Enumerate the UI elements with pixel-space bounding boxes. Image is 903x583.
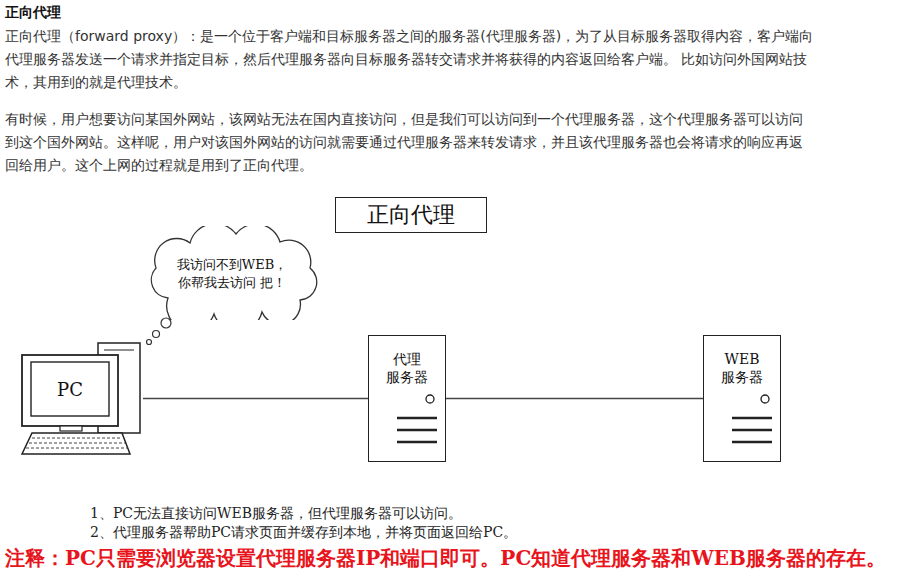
pc-computer: PC [18, 340, 143, 460]
pc-illustration [18, 340, 143, 460]
key-row [29, 443, 125, 444]
network-link [446, 398, 703, 400]
page-heading: 正向代理 [5, 2, 61, 22]
title-box: 正向代理 [335, 197, 487, 233]
bubble-dot [147, 340, 152, 345]
server-led [426, 395, 434, 403]
node-text: 代理 服务器 [386, 350, 428, 386]
intro-paragraph: 有时候，用户想要访问某国外网站，该网站无法在国内直接访问，但是我们可以访问到一个… [5, 108, 815, 177]
proxy-server-box: 代理 服务器 [368, 335, 446, 462]
note-line: 2、代理服务器帮助PC请求页面并缓存到本地，并将页面返回给PC。 [90, 522, 870, 542]
remark-note: 注释：PC只需要浏览器设置代理服务器IP和端口即可。PC知道代理服务器和WEB服… [5, 545, 886, 571]
key-row [26, 448, 128, 449]
cloud-shape [151, 226, 316, 320]
keyboard [22, 433, 130, 454]
monitor-screen [31, 362, 109, 416]
tower-slot [104, 350, 134, 351]
bubble-dot [161, 318, 171, 328]
intro-paragraph: 正向代理（forward proxy）：是一个位于客户端和目标服务器之间的服务器… [5, 25, 815, 94]
node-text: WEB 服务器 [721, 350, 763, 386]
bubble-dot [153, 331, 160, 338]
server-led [761, 395, 769, 403]
note-line: 1、PC无法直接访问WEB服务器，但代理服务器可以访问。 [90, 503, 870, 523]
node-text: 我访问不到WEB， 你帮我去访问 把！ [177, 256, 287, 292]
server-vent [397, 429, 437, 432]
node-text: 正向代理 [367, 201, 455, 229]
server-vent [732, 429, 772, 432]
server-vent [732, 441, 772, 444]
monitor-stand [60, 426, 82, 431]
web-server-box: WEB 服务器 [703, 335, 781, 462]
server-vent [397, 417, 437, 420]
server-vent [732, 417, 772, 420]
cloud-outline [138, 226, 326, 320]
key-row [32, 438, 122, 439]
monitor-frame [22, 355, 118, 426]
thought-cloud: 我访问不到WEB， 你帮我去访问 把！ [138, 226, 326, 320]
node-text: PC [31, 362, 109, 416]
server-vent [397, 441, 437, 444]
network-link [143, 398, 368, 400]
